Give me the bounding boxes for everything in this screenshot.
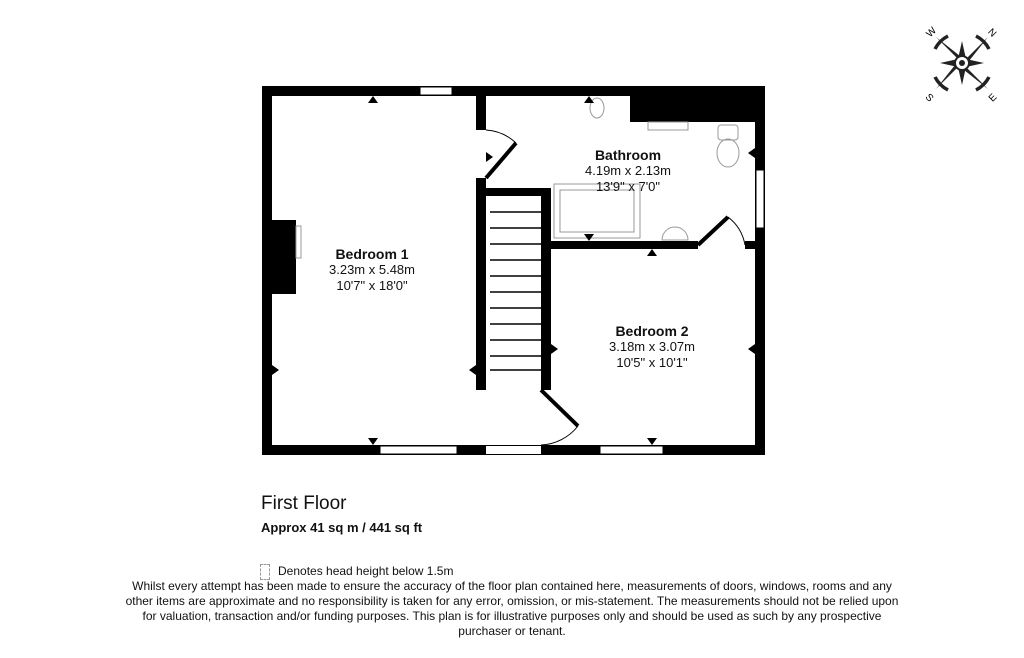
floor-area: Approx 41 sq m / 441 sq ft: [261, 520, 423, 535]
compass-rose-icon: N E S W: [923, 25, 1000, 105]
room-metric: 3.23m x 5.48m: [329, 262, 415, 277]
room-label-bedroom-1: Bedroom 1 3.23m x 5.48m 10'7" x 18'0": [329, 246, 415, 294]
compass-s: S: [923, 92, 936, 105]
compass-e: E: [987, 92, 1000, 105]
room-metric: 3.18m x 3.07m: [609, 339, 695, 354]
room-name: Bedroom 1: [335, 246, 409, 262]
ceiling-markers: [272, 96, 755, 445]
room-imperial: 10'5" x 10'1": [616, 355, 688, 370]
room-metric: 4.19m x 2.13m: [585, 163, 671, 178]
basin-icon: [589, 97, 605, 119]
room-label-bathroom: Bathroom 4.19m x 2.13m 13'9" x 7'0": [585, 147, 671, 195]
doors: [484, 129, 746, 446]
bath-icon: [553, 183, 641, 239]
room-name: Bathroom: [594, 147, 662, 163]
room-label-bedroom-2: Bedroom 2 3.18m x 3.07m 10'5" x 10'1": [609, 323, 695, 371]
windows: [295, 86, 765, 455]
disclaimer: Whilst every attempt has been made to en…: [125, 579, 899, 638]
room-imperial: 10'7" x 18'0": [336, 278, 408, 293]
bathroom-fixtures: [553, 97, 740, 241]
head-height-legend-icon: [260, 564, 270, 580]
room-name: Bedroom 2: [615, 323, 689, 339]
toilet-icon: [717, 124, 739, 141]
legend-text: Denotes head height below 1.5m: [278, 564, 454, 578]
room-imperial: 13'9" x 7'0": [595, 179, 661, 194]
sink-icon: [661, 226, 689, 241]
floor-title: First Floor: [261, 493, 347, 514]
stair-treads: [490, 211, 541, 371]
compass-w: W: [924, 25, 939, 40]
chimney-breast: [262, 220, 296, 294]
